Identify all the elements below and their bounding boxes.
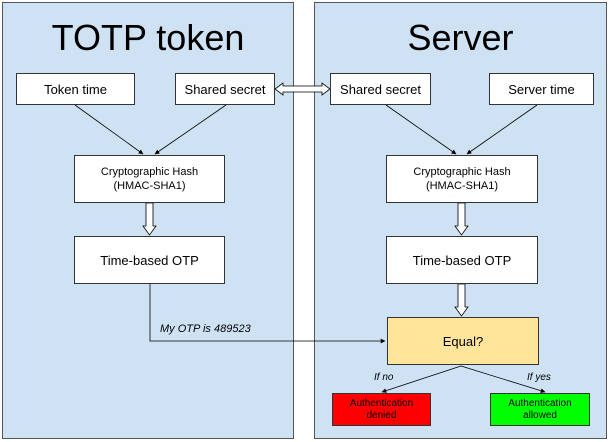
if-no-caption: If no [374,372,394,383]
authentication-denied-box: Authentication denied [332,393,431,426]
time-based-otp-box-right: Time-based OTP [386,236,538,284]
equal-decision-box: Equal? [387,317,539,365]
token-time-box: Token time [16,73,135,105]
hash-label-line1-right: Cryptographic Hash [413,166,511,178]
cryptographic-hash-box-left: Cryptographic Hash (HMAC-SHA1) [74,155,225,203]
hash-label-line2-right: (HMAC-SHA1) [425,180,499,192]
totp-token-panel: TOTP token [2,2,294,439]
hash-label-line1-left: Cryptographic Hash [100,166,199,178]
server-time-box: Server time [489,73,594,105]
authentication-allowed-box: Authentication allowed [490,393,590,426]
server-title: Server [407,17,514,58]
server-panel: Server [314,2,607,439]
shared-secret-box-left: Shared secret [175,73,275,105]
denied-label-line2: denied [366,409,397,421]
cryptographic-hash-box-right: Cryptographic Hash (HMAC-SHA1) [386,155,538,203]
allowed-label-line2: allowed [523,409,557,421]
allowed-label-line1: Authentication [508,397,572,409]
if-yes-caption: If yes [527,372,551,383]
shared-secret-box-right: Shared secret [330,73,431,105]
otp-message-caption: My OTP is 489523 [160,323,251,335]
hash-label-line2-left: (HMAC-SHA1) [113,180,186,192]
totp-token-title: TOTP token [51,17,245,58]
time-based-otp-box-left: Time-based OTP [74,236,225,284]
denied-label-line1: Authentication [349,397,414,409]
